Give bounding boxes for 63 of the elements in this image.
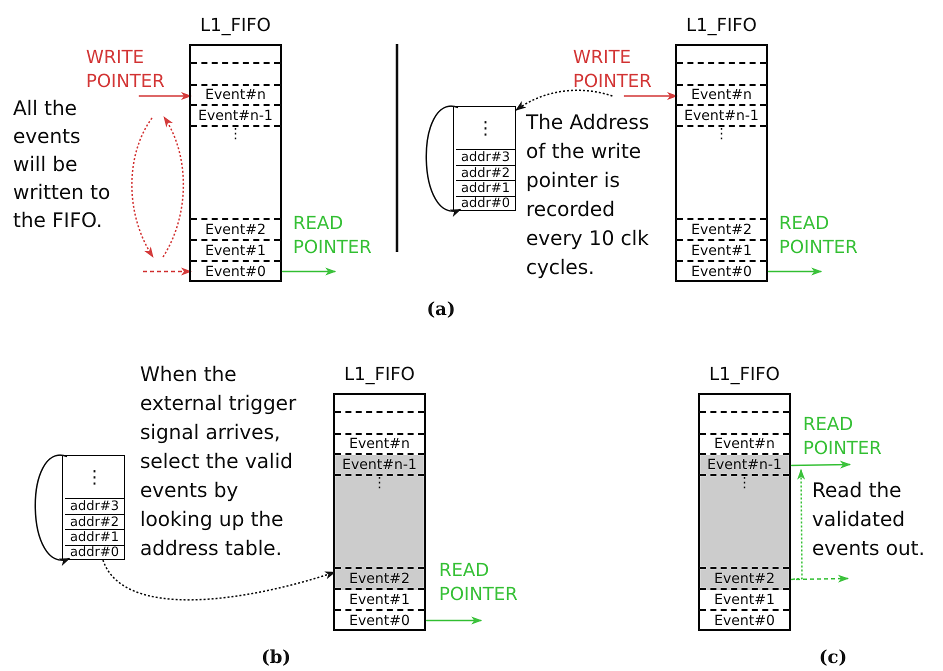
memory-slot: Event#0	[335, 611, 424, 630]
arrow	[788, 574, 849, 583]
memory-slot: Event#1	[700, 590, 789, 611]
address-entry: addr#3	[456, 149, 516, 165]
note-text: When the external trigger signal arrives, select the valid events by looking up the address table.	[140, 361, 298, 562]
arrow	[624, 92, 678, 100]
memory-slot: Event#2	[700, 569, 789, 590]
memory-slot: Event#2	[191, 220, 280, 241]
panel-label: (a)	[426, 298, 456, 322]
memory-slot: Event#1	[677, 241, 766, 262]
memory-slot: Event#0	[677, 262, 766, 281]
memory-slot: Event#n	[677, 86, 766, 106]
arrow	[102, 560, 336, 601]
address-entry: addr#3	[64, 498, 124, 514]
fifo-title: L1_FIFO	[708, 363, 781, 387]
address-table	[453, 106, 516, 211]
pointer-label: READ POINTER	[779, 212, 875, 272]
arrow	[143, 268, 192, 276]
memory-slot: Event#2	[677, 220, 766, 241]
memory-slot: ⋮	[335, 476, 424, 569]
panel-label: (c)	[818, 646, 848, 670]
pointer-label: WRITE POINTER	[86, 46, 182, 96]
fifo-title: L1_FIFO	[685, 14, 758, 38]
address-entry: addr#2	[456, 165, 516, 180]
address-table	[62, 455, 125, 560]
memory-slot: ⋮	[700, 476, 789, 569]
address-entry: addr#0	[456, 196, 516, 210]
pointer-label: WRITE POINTER	[573, 46, 669, 96]
note-text: The Address of the write pointer is recorded every 10 clk cycles.	[526, 109, 650, 281]
arrow	[788, 460, 852, 469]
arrow	[766, 268, 822, 276]
memory-slot: Event#1	[191, 241, 280, 262]
address-entry: addr#0	[64, 545, 124, 560]
memory-slot: ⋮	[677, 127, 766, 220]
address-entry: addr#2	[64, 514, 124, 529]
address-entry: addr#1	[64, 529, 124, 545]
address-entry: addr#1	[456, 180, 516, 196]
address-entry: ⋮	[64, 458, 124, 498]
memory-slot: Event#n-1	[335, 455, 424, 476]
memory-slot: ⋮	[191, 127, 280, 220]
memory-slot: Event#0	[700, 611, 789, 630]
memory-slot: Event#n	[191, 86, 280, 106]
fifo-title: L1_FIFO	[343, 363, 416, 387]
note-text: Read the validated events out.	[812, 477, 926, 562]
pointer-label: READ POINTER	[293, 212, 389, 272]
memory-slot: Event#1	[335, 590, 424, 611]
memory-slot: Event#n-1	[677, 106, 766, 127]
memory-slot: Event#n-1	[700, 455, 789, 476]
memory-slot: Event#n-1	[191, 106, 280, 127]
fifo-title: L1_FIFO	[199, 14, 272, 38]
arrow	[138, 92, 192, 100]
arrow	[34, 454, 70, 564]
arrow	[426, 106, 462, 215]
pointer-label: READ POINTER	[803, 413, 899, 464]
address-entry: ⋮	[456, 108, 516, 149]
panel-label: (b)	[260, 646, 292, 670]
note-text: All the events will be written to the FIFO.	[13, 95, 112, 234]
memory-slot: Event#2	[335, 569, 424, 590]
arrow	[424, 616, 482, 624]
memory-slot: Event#0	[191, 262, 280, 281]
pointer-label: READ POINTER	[439, 559, 535, 620]
arrow	[515, 90, 613, 111]
arrow	[280, 268, 336, 276]
